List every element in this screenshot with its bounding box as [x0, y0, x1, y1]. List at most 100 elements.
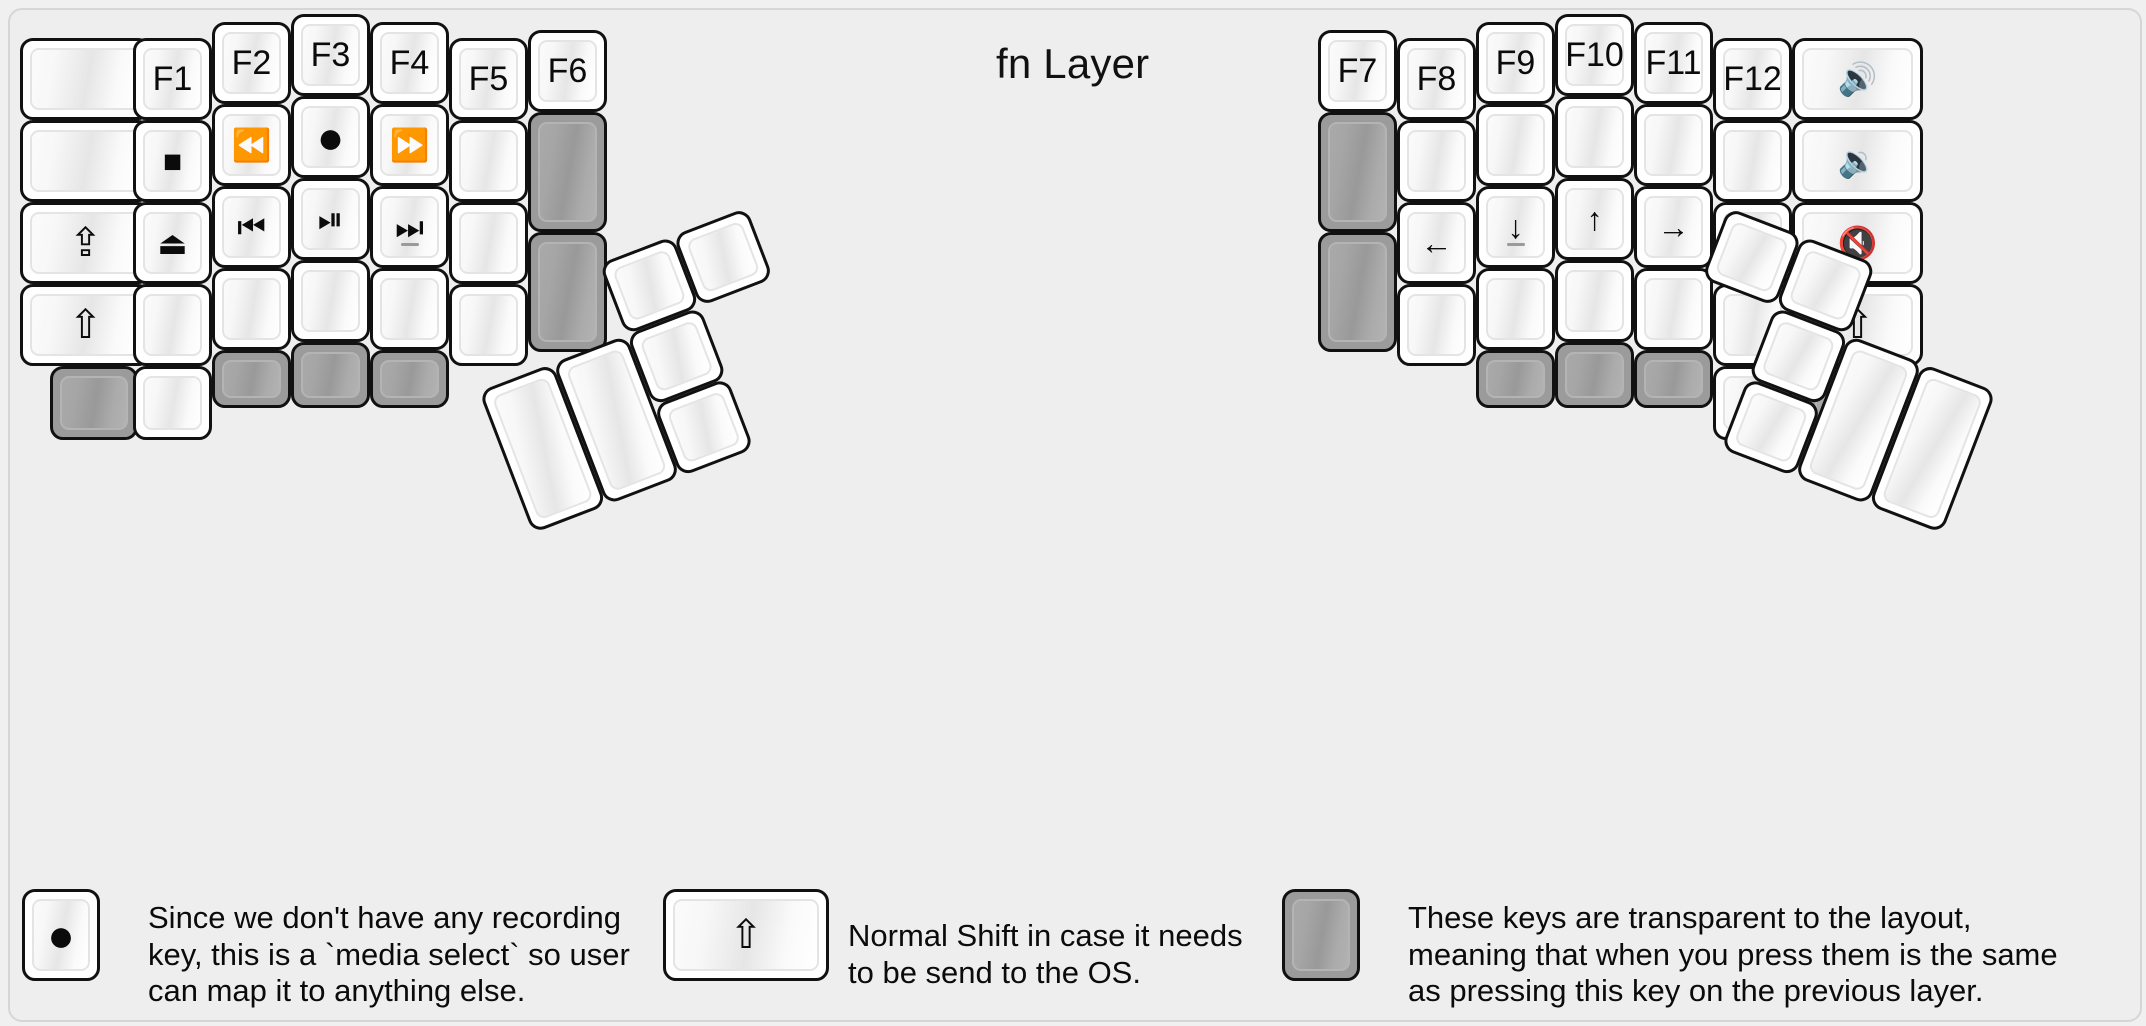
- key-label: F4: [389, 44, 430, 82]
- keycap: [611, 248, 687, 323]
- keycap: ←: [1407, 212, 1466, 274]
- legend-text-transparent: These keys are transparent to the layout…: [1408, 900, 2058, 1009]
- key-label: F5: [468, 60, 509, 98]
- left-key-f1[interactable]: F1: [133, 38, 212, 120]
- right-key-c5r4[interactable]: [1634, 268, 1713, 350]
- right-key-f9[interactable]: F9: [1476, 22, 1555, 104]
- keycap: [1486, 114, 1545, 176]
- right-key-c1r2-transparent[interactable]: [1318, 112, 1397, 232]
- right-key-c4r4[interactable]: [1555, 260, 1634, 342]
- left-key-c5r4[interactable]: [370, 268, 449, 350]
- left-key-f3[interactable]: F3: [291, 14, 370, 96]
- keycap: [60, 376, 128, 430]
- legend-key-shift: ⇧: [663, 889, 829, 981]
- right-key-c5r2[interactable]: [1634, 104, 1713, 186]
- right-key-volume-down[interactable]: 🔉: [1792, 120, 1923, 202]
- left-key-eject[interactable]: ⏏: [133, 202, 212, 284]
- left-key-fast-forward[interactable]: ⏩: [370, 104, 449, 186]
- left-key-caps-lock[interactable]: ⇪: [20, 202, 151, 284]
- right-key-c3r5-transparent[interactable]: [1476, 350, 1555, 408]
- right-key-c3r2[interactable]: [1476, 104, 1555, 186]
- key-label: F6: [547, 52, 588, 90]
- left-key-play-pause[interactable]: ⏯: [291, 178, 370, 260]
- left-key-next-track[interactable]: ⏭: [370, 186, 449, 268]
- right-key-arrow-right[interactable]: →: [1634, 186, 1713, 268]
- right-key-c4r2[interactable]: [1555, 96, 1634, 178]
- keycap: →: [1644, 196, 1703, 258]
- stop-icon: ■: [162, 143, 183, 179]
- left-key-rewind[interactable]: ⏪: [212, 104, 291, 186]
- fast-forward-icon: ⏩: [389, 127, 430, 163]
- legend-key-transparent: [1282, 889, 1360, 981]
- left-key-c5r5-transparent[interactable]: [370, 350, 449, 408]
- right-key-f7[interactable]: F7: [1318, 30, 1397, 112]
- right-key-c4r5-transparent[interactable]: [1555, 342, 1634, 408]
- keycap: [30, 48, 141, 110]
- keycap: ↓: [1486, 196, 1545, 258]
- keycap: ⏮: [222, 196, 281, 258]
- left-key-c4r5-transparent[interactable]: [291, 342, 370, 408]
- keycap: 🔊: [1802, 48, 1913, 110]
- right-key-c5r5-transparent[interactable]: [1634, 350, 1713, 408]
- right-key-f12[interactable]: F12: [1713, 38, 1792, 120]
- left-key-c1r1[interactable]: [20, 38, 151, 120]
- play-pause-icon: ⏯: [317, 201, 344, 237]
- left-key-c6r2[interactable]: [449, 120, 528, 202]
- key-label: F10: [1565, 36, 1624, 74]
- right-key-arrow-left[interactable]: ←: [1397, 202, 1476, 284]
- left-key-c1r2[interactable]: [20, 120, 151, 202]
- key-underbar: [400, 243, 419, 246]
- left-key-f2[interactable]: F2: [212, 22, 291, 104]
- keycap: [1292, 899, 1350, 971]
- left-key-record[interactable]: ●: [291, 96, 370, 178]
- left-key-f4[interactable]: F4: [370, 22, 449, 104]
- keycap: ⇧: [673, 899, 819, 971]
- right-key-c3r4[interactable]: [1476, 268, 1555, 350]
- keycap: [222, 360, 281, 398]
- key-label: F9: [1495, 44, 1536, 82]
- keycap: [1407, 294, 1466, 356]
- prev-track-icon: ⏮: [237, 209, 266, 245]
- left-key-c1r5-transparent[interactable]: [50, 366, 138, 440]
- left-key-c6r4[interactable]: [449, 284, 528, 366]
- keycap: F7: [1328, 40, 1387, 102]
- left-key-f5[interactable]: F5: [449, 38, 528, 120]
- left-key-c3r4[interactable]: [212, 268, 291, 350]
- keycap: [685, 220, 761, 294]
- left-key-shift[interactable]: ⇧: [20, 284, 151, 366]
- key-label: F8: [1416, 60, 1457, 98]
- left-key-c2r5[interactable]: [133, 366, 212, 440]
- left-key-stop[interactable]: ■: [133, 120, 212, 202]
- key-underbar: [1506, 243, 1525, 246]
- right-key-arrow-up[interactable]: ↑: [1555, 178, 1634, 260]
- keycap: F3: [301, 24, 360, 86]
- left-key-c2r4[interactable]: [133, 284, 212, 366]
- keycap: ⏩: [380, 114, 439, 176]
- arrow-left-icon: ←: [1420, 225, 1453, 261]
- keycap: [639, 319, 715, 394]
- record-icon: ●: [47, 908, 75, 961]
- right-key-f10[interactable]: F10: [1555, 14, 1634, 96]
- right-key-c6r2[interactable]: [1713, 120, 1792, 202]
- key-label: F2: [231, 44, 272, 82]
- right-key-f11[interactable]: F11: [1634, 22, 1713, 104]
- keycap: [1788, 248, 1864, 323]
- right-key-arrow-down[interactable]: ↓: [1476, 186, 1555, 268]
- keycap: [1486, 360, 1545, 398]
- right-key-c2r4[interactable]: [1397, 284, 1476, 366]
- keycap: [1644, 360, 1703, 398]
- left-key-c7r3-transparent[interactable]: [528, 232, 607, 352]
- left-key-prev-track[interactable]: ⏮: [212, 186, 291, 268]
- left-key-c6r3[interactable]: [449, 202, 528, 284]
- left-key-c3r5-transparent[interactable]: [212, 350, 291, 408]
- right-key-c2r2[interactable]: [1397, 120, 1476, 202]
- left-key-c7r2-transparent[interactable]: [528, 112, 607, 232]
- record-icon: ●: [316, 110, 345, 163]
- left-key-c4r4[interactable]: [291, 260, 370, 342]
- right-key-volume-up[interactable]: 🔊: [1792, 38, 1923, 120]
- key-label: F11: [1645, 44, 1702, 82]
- right-key-f8[interactable]: F8: [1397, 38, 1476, 120]
- keycap: [1644, 114, 1703, 176]
- left-key-f6[interactable]: F6: [528, 30, 607, 112]
- right-key-c1r3-transparent[interactable]: [1318, 232, 1397, 352]
